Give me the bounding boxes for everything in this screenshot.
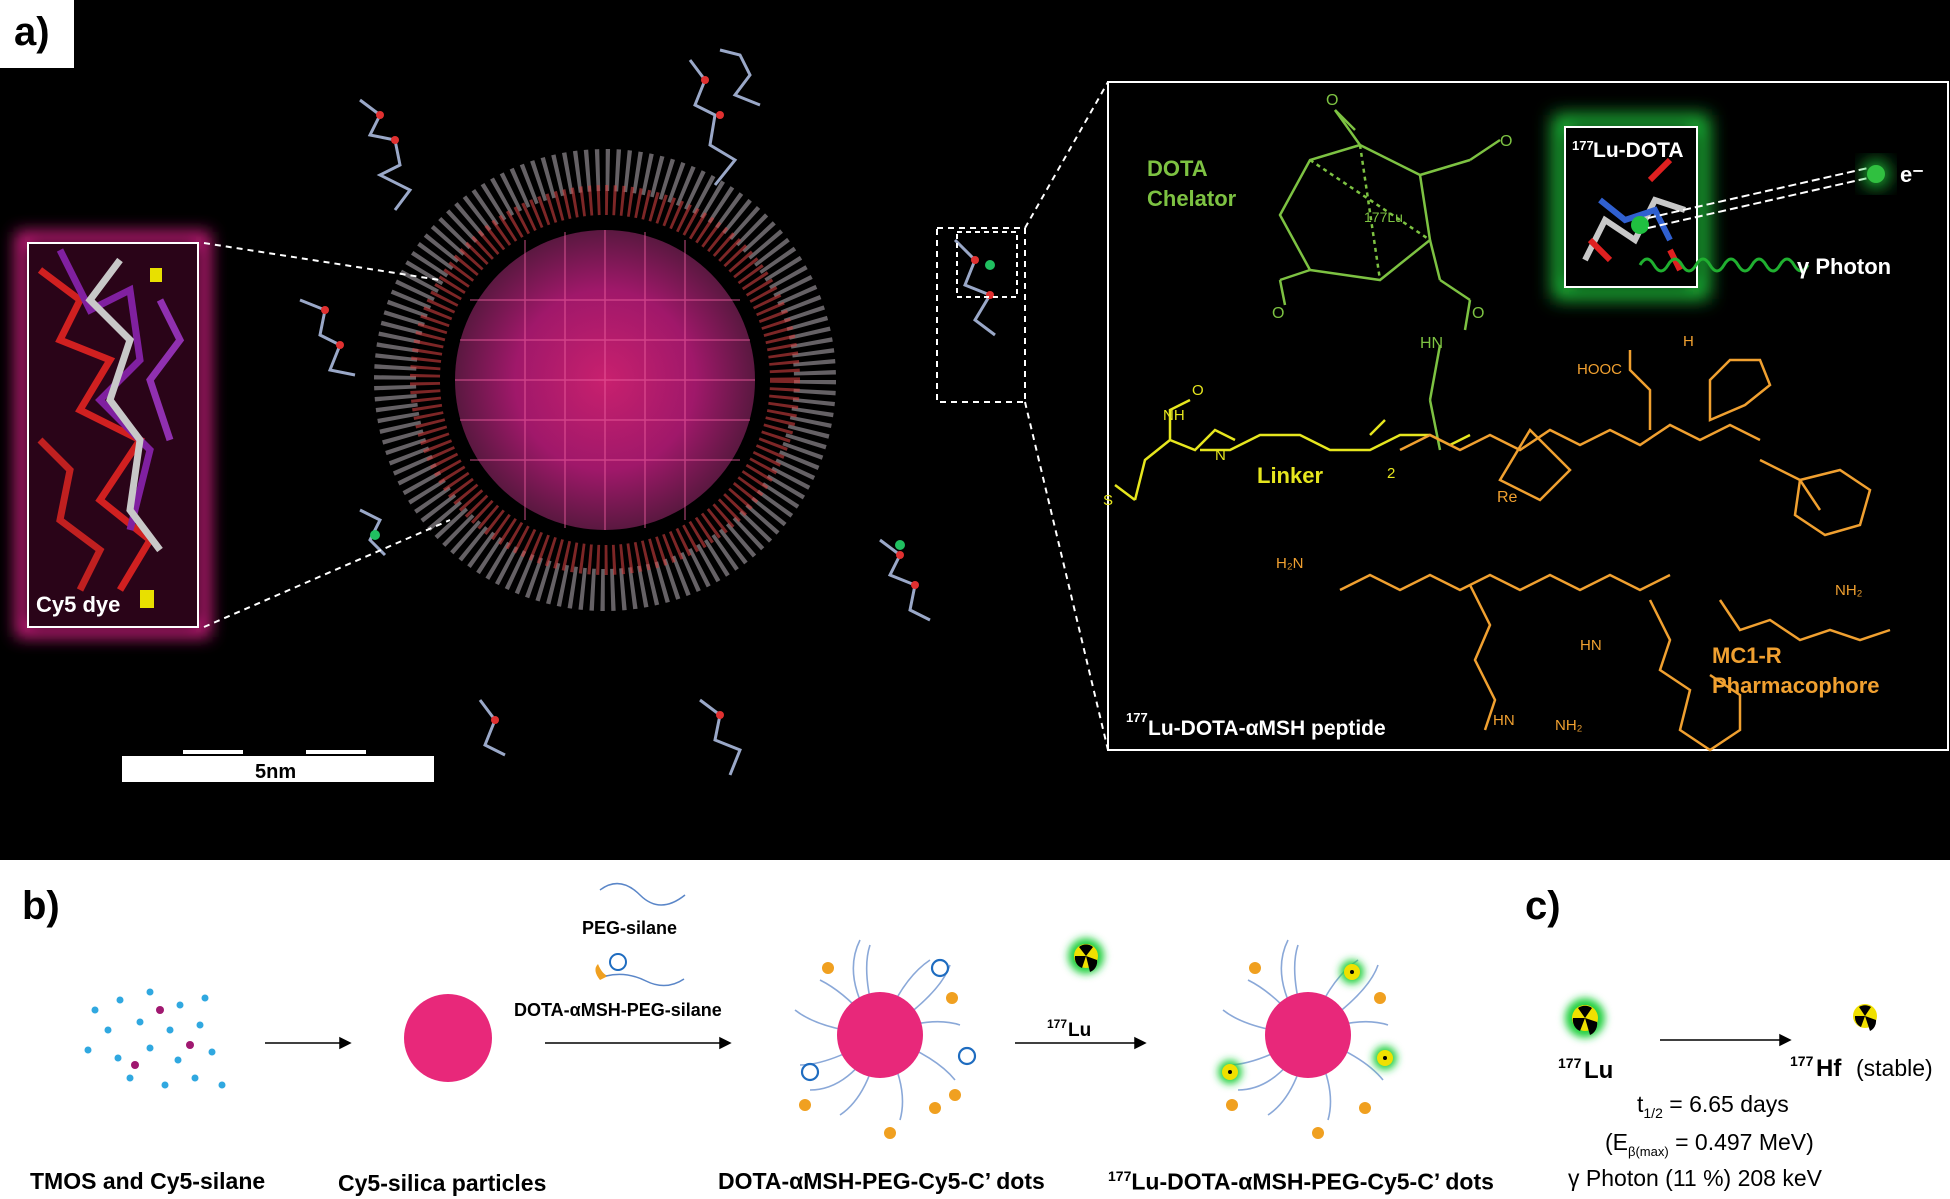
lu-isotope-icon	[1565, 998, 1605, 1038]
peg-silane-icon	[599, 882, 686, 906]
sulfur-atom	[140, 590, 154, 608]
cy5-inset-glow	[16, 232, 210, 637]
c-dot-particle	[794, 939, 977, 1139]
panel-bc-graphic: PEG-silane DOTA-αMSH-PEG-silane 177 Lu 1…	[84, 882, 1933, 1191]
peg-silane-label: PEG-silane	[582, 918, 677, 938]
electron-label: e⁻	[1900, 162, 1924, 187]
panel-a: 177Lu O O O O HN DOTA Chelator 177 Lu-DO…	[0, 0, 1950, 860]
c-lu-sup: 177	[1558, 1055, 1582, 1071]
hooc-label: HOOC	[1577, 361, 1622, 378]
electron	[1867, 165, 1885, 183]
hn-label: HN	[1580, 637, 1602, 654]
atom-label: O	[1272, 305, 1284, 322]
re-label: Re	[1497, 489, 1518, 506]
caption-lu-cdots-sup: 177	[1108, 1168, 1132, 1184]
scale-bar-label: 5nm	[255, 761, 296, 783]
tmos-molecules	[84, 988, 226, 1089]
gamma-wave	[1638, 257, 1810, 273]
lu-sup: 177	[1047, 1017, 1067, 1031]
electron-path	[1647, 167, 1869, 229]
lu-dota-glow	[1553, 115, 1709, 299]
linker-label: Linker	[1257, 463, 1323, 488]
atom-label: HN	[1420, 335, 1443, 352]
dota-peg-silane-icon	[595, 953, 685, 987]
atom-label: 2	[1387, 465, 1395, 482]
c-hf-sup: 177	[1790, 1053, 1814, 1069]
lu-atom-marker	[370, 530, 380, 540]
lu-c-dot-particle	[1218, 939, 1397, 1139]
nh2-label: NH₂	[1835, 582, 1863, 599]
hn-label: HN	[1493, 712, 1515, 729]
dota-title-2: Chelator	[1147, 186, 1237, 211]
c-hf-label: Hf	[1816, 1055, 1842, 1082]
dota-title-1: DOTA	[1147, 156, 1208, 181]
peptide-sup: 177	[1126, 710, 1148, 725]
caption-silica: Cy5-silica particles	[338, 1170, 547, 1196]
beta-energy: (Eβ(max) = 0.497 MeV)	[1605, 1129, 1814, 1159]
hf-isotope-icon	[1853, 1004, 1877, 1031]
lu-atom-marker	[985, 260, 995, 270]
reaction-arrows	[265, 1033, 1792, 1050]
zoom-box-small	[956, 231, 1018, 298]
panel-c-label: c)	[1525, 884, 1561, 928]
caption-cdots: DOTA-αMSH-PEG-Cy5-C’ dots	[718, 1168, 1045, 1194]
panel-b-label: b)	[22, 884, 60, 928]
scale-bar	[122, 748, 434, 756]
atom-label: O	[1192, 382, 1204, 399]
half-life: t1/2 = 6.65 days	[1637, 1091, 1789, 1121]
lu-atom	[1631, 216, 1649, 234]
cy5-silane-molecules	[131, 1006, 194, 1069]
radioactive-label-icon	[1218, 960, 1397, 1084]
cy5-label: Cy5 dye	[36, 592, 120, 617]
pharmacophore-title-2: Pharmacophore	[1712, 673, 1880, 698]
panel-a-graphic: 177Lu O O O O HN DOTA Chelator 177 Lu-DO…	[16, 48, 1949, 783]
atom-label: O	[1326, 92, 1338, 109]
lu-atom-marker	[895, 540, 905, 550]
sulfur-atom	[150, 268, 162, 282]
atom-label: O	[1500, 133, 1512, 150]
photon-label: γ Photon	[1797, 254, 1891, 279]
c-hf-note: (stable)	[1856, 1055, 1933, 1081]
h2n-label: H₂N	[1276, 555, 1304, 572]
lu-dota-sup: 177	[1572, 138, 1594, 153]
panel-a-label-box	[0, 0, 74, 68]
caption-lu-cdots: 177Lu-DOTA-αMSH-PEG-Cy5-C’ dots	[1108, 1168, 1494, 1196]
cy5-inset-bonds	[37, 248, 185, 592]
caption-tmos: TMOS and Cy5-silane	[30, 1168, 266, 1194]
peptide-atoms	[321, 76, 994, 724]
lu-atom-label: 177Lu	[1364, 209, 1403, 225]
core-lattice	[455, 230, 755, 530]
atom-label: NH	[1163, 407, 1185, 424]
lu-reagent-icon	[1068, 938, 1104, 974]
panel-a-label: a)	[14, 10, 50, 54]
cy5-silica-particle	[404, 994, 492, 1082]
c-lu-label: Lu	[1584, 1057, 1613, 1084]
zoom-box-large	[936, 227, 1026, 403]
lu-dota-label: Lu-DOTA	[1593, 139, 1684, 162]
atom-label: O	[1472, 305, 1484, 322]
peptide-label: Lu-DOTA-αMSH peptide	[1148, 717, 1386, 740]
chem-inset	[1107, 81, 1949, 751]
h-label: H	[1683, 333, 1694, 350]
atom-label: S	[1103, 492, 1113, 509]
gamma-emission: γ Photon (11 %) 208 keV	[1568, 1165, 1823, 1191]
atom-label: N	[1215, 447, 1226, 464]
lu-arrow-label: Lu	[1068, 1020, 1091, 1041]
nh2-label: NH₂	[1555, 717, 1583, 734]
caption-lu-cdots-text: Lu-DOTA-αMSH-PEG-Cy5-C’ dots	[1131, 1168, 1494, 1195]
peg-shell	[374, 149, 836, 611]
pharmacophore-title-1: MC1-R	[1712, 643, 1782, 668]
pharmacophore-structure	[1339, 350, 1891, 752]
zoom-lines	[203, 81, 1109, 751]
dota-peg-silane-label: DOTA-αMSH-PEG-silane	[514, 1000, 722, 1020]
dota-structure	[1278, 109, 1501, 451]
